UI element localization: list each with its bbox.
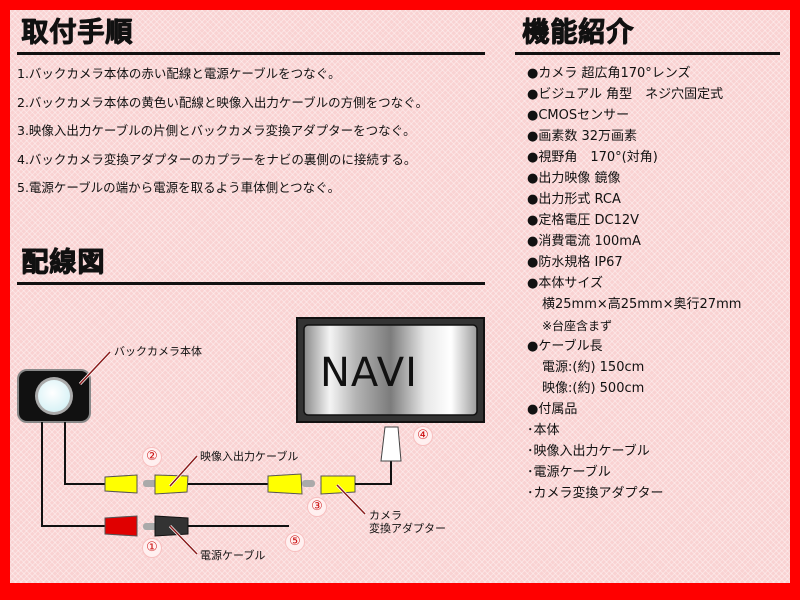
install-step: 4.バックカメラ変換アダプターのカプラーをナビの裏側のに接続する。	[17, 151, 417, 167]
feature-item: ･電源ケーブル	[527, 465, 611, 480]
navi-label: NAVI	[320, 350, 418, 396]
feature-item: ※台座含まず	[542, 319, 613, 333]
install-step: 3.映像入出力ケーブルの片側とバックカメラ変換アダプターをつなぐ。	[17, 123, 416, 138]
camera-body-label: バックカメラ本体	[114, 345, 202, 358]
feature-item: 電源:(約) 150cm	[542, 360, 645, 375]
feature-item: 映像:(約) 500cm	[542, 381, 645, 396]
content-panel	[10, 10, 790, 583]
feature-item: ●出力映像 鏡像	[527, 171, 621, 186]
install-steps-list: 1.バックカメラ本体の赤い配線と電源ケーブルをつなぐ。 2.バックカメラ本体の黄…	[17, 64, 428, 207]
camera-body-icon	[17, 369, 91, 423]
feature-item: ●CMOSセンサー	[527, 108, 630, 123]
step-number-2: ②	[142, 447, 162, 467]
step-number-3: ③	[307, 497, 327, 517]
feature-item: ●視野角 170°(対角)	[527, 150, 658, 165]
feature-item: ●出力形式 RCA	[527, 192, 621, 207]
feature-item: 横25mm×高25mm×奥行27mm	[542, 297, 742, 312]
feature-item: ●防水規格 IP67	[527, 255, 623, 270]
step-number-1: ①	[142, 538, 162, 558]
install-heading-rule	[17, 52, 485, 55]
feature-item: ●消費電流 100mA	[527, 234, 641, 249]
wiring-diagram-heading: 配線図	[21, 247, 105, 278]
feature-item: ●カメラ 超広角170°レンズ	[527, 66, 691, 81]
wiring-heading-rule	[17, 282, 485, 285]
step-number-4: ④	[413, 426, 433, 446]
feature-item: ●画素数 32万画素	[527, 129, 638, 144]
install-steps-heading: 取付手順	[21, 17, 133, 48]
feature-item: ●定格電圧 DC12V	[527, 213, 639, 228]
feature-item: ･本体	[527, 423, 560, 438]
feature-item: ●ケーブル長	[527, 339, 603, 354]
navi-unit-icon	[296, 317, 485, 423]
install-step: 1.バックカメラ本体の赤い配線と電源ケーブルをつなぐ。	[17, 66, 341, 81]
install-step: 2.バックカメラ本体の黄色い配線と映像入出力ケーブルの方側をつなぐ。	[17, 94, 429, 110]
adapter-label-line1: カメラ	[369, 509, 402, 522]
feature-item: ･映像入出力ケーブル	[527, 444, 650, 459]
install-step: 5.電源ケーブルの端から電源を取るよう車体側とつなぐ。	[17, 180, 341, 195]
features-heading: 機能紹介	[522, 17, 634, 48]
feature-item: ･カメラ変換アダプター	[527, 486, 664, 501]
features-heading-rule	[515, 52, 780, 55]
feature-item: ●付属品	[527, 402, 578, 417]
power-cable-label: 電源ケーブル	[200, 549, 266, 562]
step-number-5: ⑤	[285, 532, 305, 552]
feature-item: ●ビジュアル 角型 ネジ穴固定式	[527, 87, 724, 102]
features-list: ●カメラ 超広角170°レンズ ●ビジュアル 角型 ネジ穴固定式 ●CMOSセン…	[527, 64, 741, 505]
video-cable-label: 映像入出力ケーブル	[200, 450, 299, 463]
adapter-label-line2: 変換アダプター	[369, 522, 446, 535]
feature-item: ●本体サイズ	[527, 276, 603, 291]
